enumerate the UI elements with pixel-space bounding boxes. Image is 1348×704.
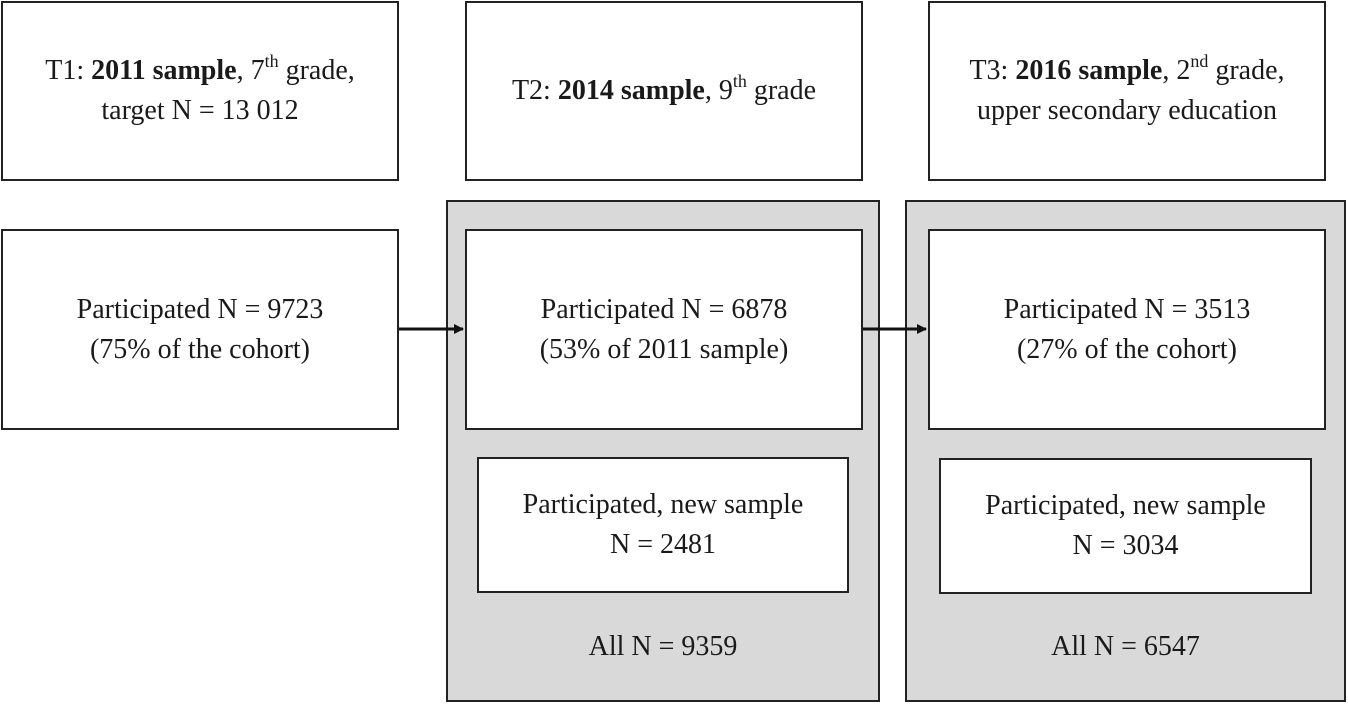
t3-new-sample-line2: N = 3034 (1072, 530, 1179, 561)
t1-participated-line2: (75% of the cohort) (89, 333, 311, 365)
t3-participated-line2: (27% of the cohort) (1016, 333, 1238, 365)
t2-participated-line2: (53% of 2011 sample) (539, 333, 789, 365)
t1-header-line1: T1: 2011 sample, 7th grade, (45, 50, 355, 86)
t3-header-line1: T3: 2016 sample, 2nd grade, (969, 50, 1285, 86)
t3-participated-line1: Participated N = 3513 (1003, 293, 1251, 325)
t3-participated-box: Participated N = 3513 (27% of the cohort… (928, 229, 1326, 430)
t2-total: All N = 9359 (588, 631, 738, 662)
t2-header-line1: T2: 2014 sample, 9th grade (511, 70, 817, 106)
t2-new-sample-line2: N = 2481 (609, 529, 716, 560)
t1-header-box: T1: 2011 sample, 7th grade, target N = 1… (1, 1, 399, 181)
t2-new-sample-line1: Participated, new sample (522, 489, 804, 520)
t2-participated-line1: Participated N = 6878 (540, 293, 788, 325)
t3-total: All N = 6547 (1051, 631, 1200, 662)
t1-header-line2: target N = 13 012 (101, 95, 299, 126)
t3-header-box: T3: 2016 sample, 2nd grade, upper second… (928, 1, 1326, 181)
t3-new-sample-line1: Participated, new sample (985, 490, 1266, 521)
t1-participated-line1: Participated N = 9723 (76, 293, 324, 325)
t2-participated-box: Participated N = 6878 (53% of 2011 sampl… (465, 229, 863, 430)
t3-new-sample-box: Participated, new sample N = 3034 (939, 458, 1312, 594)
t1-participated-box: Participated N = 9723 (75% of the cohort… (1, 229, 399, 430)
t2-new-sample-box: Participated, new sample N = 2481 (477, 457, 849, 593)
t2-header-box: T2: 2014 sample, 9th grade (465, 1, 863, 181)
t3-header-line2: upper secondary education (976, 95, 1278, 126)
